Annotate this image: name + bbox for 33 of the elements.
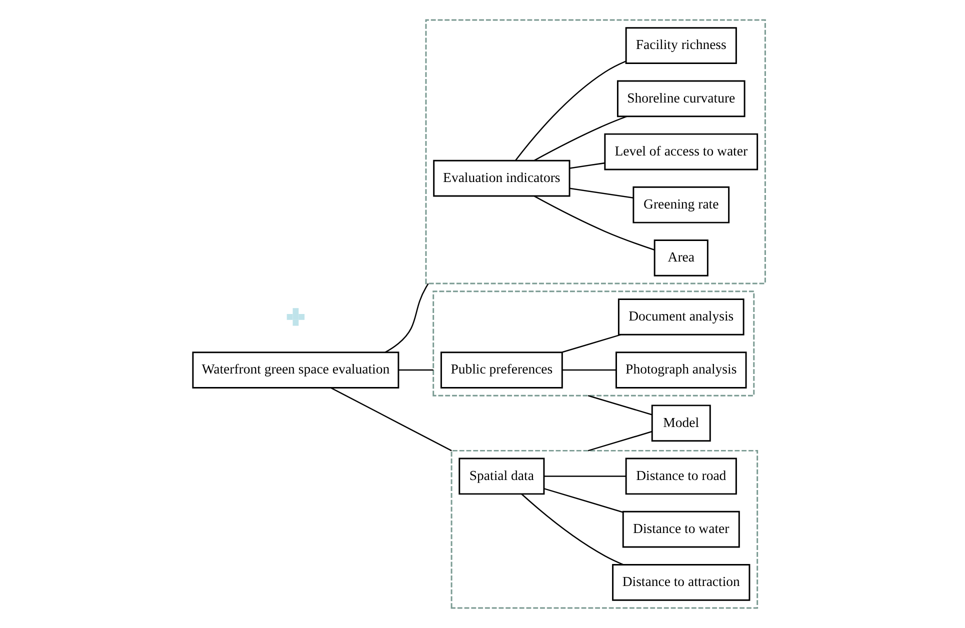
node-box: Spatial data xyxy=(458,458,544,495)
node-box: Model xyxy=(650,404,710,442)
node-box: Waterfront green space evaluation xyxy=(192,352,399,388)
connector xyxy=(587,430,652,452)
node-box: Shoreline curvature xyxy=(616,80,745,118)
connector xyxy=(534,116,626,161)
connector xyxy=(514,60,626,161)
connector xyxy=(587,395,652,416)
connector xyxy=(544,488,623,513)
connector xyxy=(384,283,428,353)
connector xyxy=(569,162,604,169)
connector xyxy=(398,369,433,371)
node-box: Distance to water xyxy=(622,510,740,548)
node-box: Evaluation indicators xyxy=(432,160,570,197)
node-box: Distance to attraction xyxy=(612,564,750,601)
node-box: Area xyxy=(653,240,708,276)
connector xyxy=(534,196,654,250)
cluster xyxy=(432,290,754,396)
node-box: Greening rate xyxy=(632,186,730,224)
connector xyxy=(562,369,616,371)
node-box: Document analysis xyxy=(617,298,744,336)
connector xyxy=(569,188,633,198)
node-box: Level of access to water xyxy=(604,133,758,170)
connector xyxy=(544,476,626,477)
cluster xyxy=(424,19,766,284)
connector xyxy=(561,334,621,353)
node-box: Public preferences xyxy=(440,352,562,388)
node-box: Distance to road xyxy=(624,458,736,495)
node-box: Facility richness xyxy=(624,27,736,64)
connector xyxy=(520,494,624,566)
connector xyxy=(330,387,452,452)
cluster xyxy=(450,450,758,609)
node-box: Photograph analysis xyxy=(615,352,746,388)
